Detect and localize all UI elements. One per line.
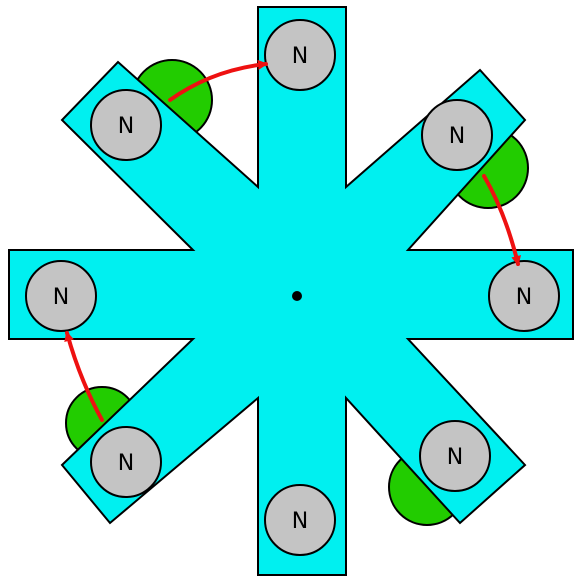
- magnet-sw-disc: [90, 426, 162, 498]
- magnet-bottom-label: N: [292, 509, 308, 534]
- rotor-center-dot: [292, 291, 302, 301]
- magnet-east: N: [488, 260, 560, 332]
- magnet-se-label: N: [447, 445, 463, 470]
- magnet-nw-disc: [90, 89, 162, 161]
- magnet-west-disc: [25, 260, 97, 332]
- magnet-ne: N: [421, 99, 493, 171]
- magnet-se-disc: [419, 420, 491, 492]
- magnet-west-label: N: [53, 285, 69, 310]
- magnet-nw-label: N: [118, 114, 134, 139]
- magnet-ne-label: N: [449, 124, 465, 149]
- arrow-ne-to-east: [482, 174, 521, 266]
- magnet-sw-label: N: [118, 451, 134, 476]
- arrow-nw-to-top: [168, 59, 268, 102]
- magnet-nw: N: [90, 89, 162, 161]
- magnet-bottom: N: [264, 484, 336, 556]
- magnet-sw: N: [90, 426, 162, 498]
- magnet-top: N: [264, 19, 336, 91]
- magnet-top-disc: [264, 19, 336, 91]
- magnet-east-label: N: [516, 285, 532, 310]
- magnet-top-label: N: [292, 44, 308, 69]
- magnet-ne-disc: [421, 99, 493, 171]
- magnet-west: N: [25, 260, 97, 332]
- magnets: N N N N N N N: [25, 19, 560, 556]
- magnet-bottom-disc: [264, 484, 336, 556]
- arrow-sw-to-west: [64, 331, 104, 422]
- force-arrows: [64, 59, 521, 422]
- magnet-se: N: [419, 420, 491, 492]
- magnet-east-disc: [488, 260, 560, 332]
